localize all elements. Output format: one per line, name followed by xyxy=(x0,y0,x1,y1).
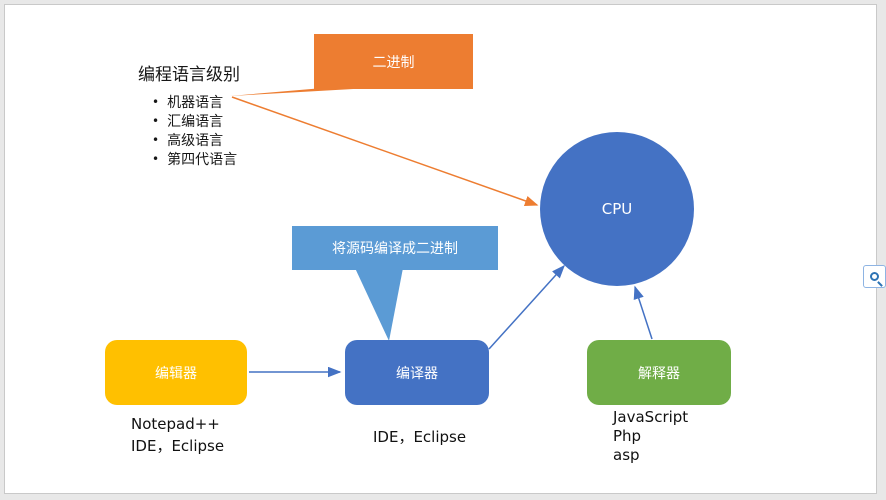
bullet-icon: • xyxy=(152,151,160,166)
interpreter-node: 解释器 xyxy=(587,340,731,405)
arrow-binary-to-cpu xyxy=(231,96,539,206)
editor-node: 编辑器 xyxy=(105,340,247,405)
compiler-caption: IDE，Eclipse xyxy=(373,426,466,448)
cpu-label: CPU xyxy=(601,200,633,218)
floating-tool-button[interactable] xyxy=(863,265,886,288)
compile-callout-tail xyxy=(355,268,403,341)
binary-callout-tail xyxy=(230,88,371,96)
arrow-interpreter-to-cpu xyxy=(633,285,653,340)
bullet-label: 机器语言 xyxy=(167,94,224,111)
caption-line: IDE，Eclipse xyxy=(373,428,467,446)
bullet-item: • 汇编语言 xyxy=(138,111,240,130)
bullet-label: 第四代语言 xyxy=(167,151,238,168)
compile-callout: 将源码编译成二进制 xyxy=(292,226,498,270)
compiler-label: 编译器 xyxy=(396,365,438,382)
bullet-label: 高级语言 xyxy=(167,132,224,149)
binary-callout: 二进制 xyxy=(314,34,473,89)
bullet-icon: • xyxy=(152,132,160,147)
compiler-node: 编译器 xyxy=(345,340,489,405)
bullet-item: • 高级语言 xyxy=(138,130,240,149)
magnifier-icon xyxy=(870,272,879,281)
lang-levels-block: 编程语言级别 • 机器语言 • 汇编语言 • 高级语言 • 第四代语言 xyxy=(138,60,240,168)
lang-levels-title: 编程语言级别 xyxy=(138,65,240,85)
caption-line: Php xyxy=(613,427,642,445)
bullet-item: • 机器语言 xyxy=(138,92,240,111)
arrow-compiler-to-cpu xyxy=(488,264,566,350)
slide-canvas: 编程语言级别 • 机器语言 • 汇编语言 • 高级语言 • 第四代语言 二进制 … xyxy=(4,4,877,494)
cpu-node: CPU xyxy=(540,132,694,286)
interpreter-caption: JavaScript Php asp xyxy=(613,408,688,465)
caption-line: asp xyxy=(613,446,640,464)
binary-callout-label: 二进制 xyxy=(372,54,415,71)
bullet-label: 汇编语言 xyxy=(167,113,224,130)
bullet-item: • 第四代语言 xyxy=(138,149,240,168)
bullet-icon: • xyxy=(152,94,160,109)
interpreter-label: 解释器 xyxy=(638,365,680,382)
editor-label: 编辑器 xyxy=(155,365,197,382)
caption-line: IDE，Eclipse xyxy=(131,437,225,455)
editor-caption: Notepad++ IDE，Eclipse xyxy=(131,413,224,457)
caption-line: JavaScript xyxy=(613,408,689,426)
compile-callout-label: 将源码编译成二进制 xyxy=(332,241,458,257)
caption-line: Notepad++ xyxy=(131,415,220,433)
bullet-icon: • xyxy=(152,113,160,128)
